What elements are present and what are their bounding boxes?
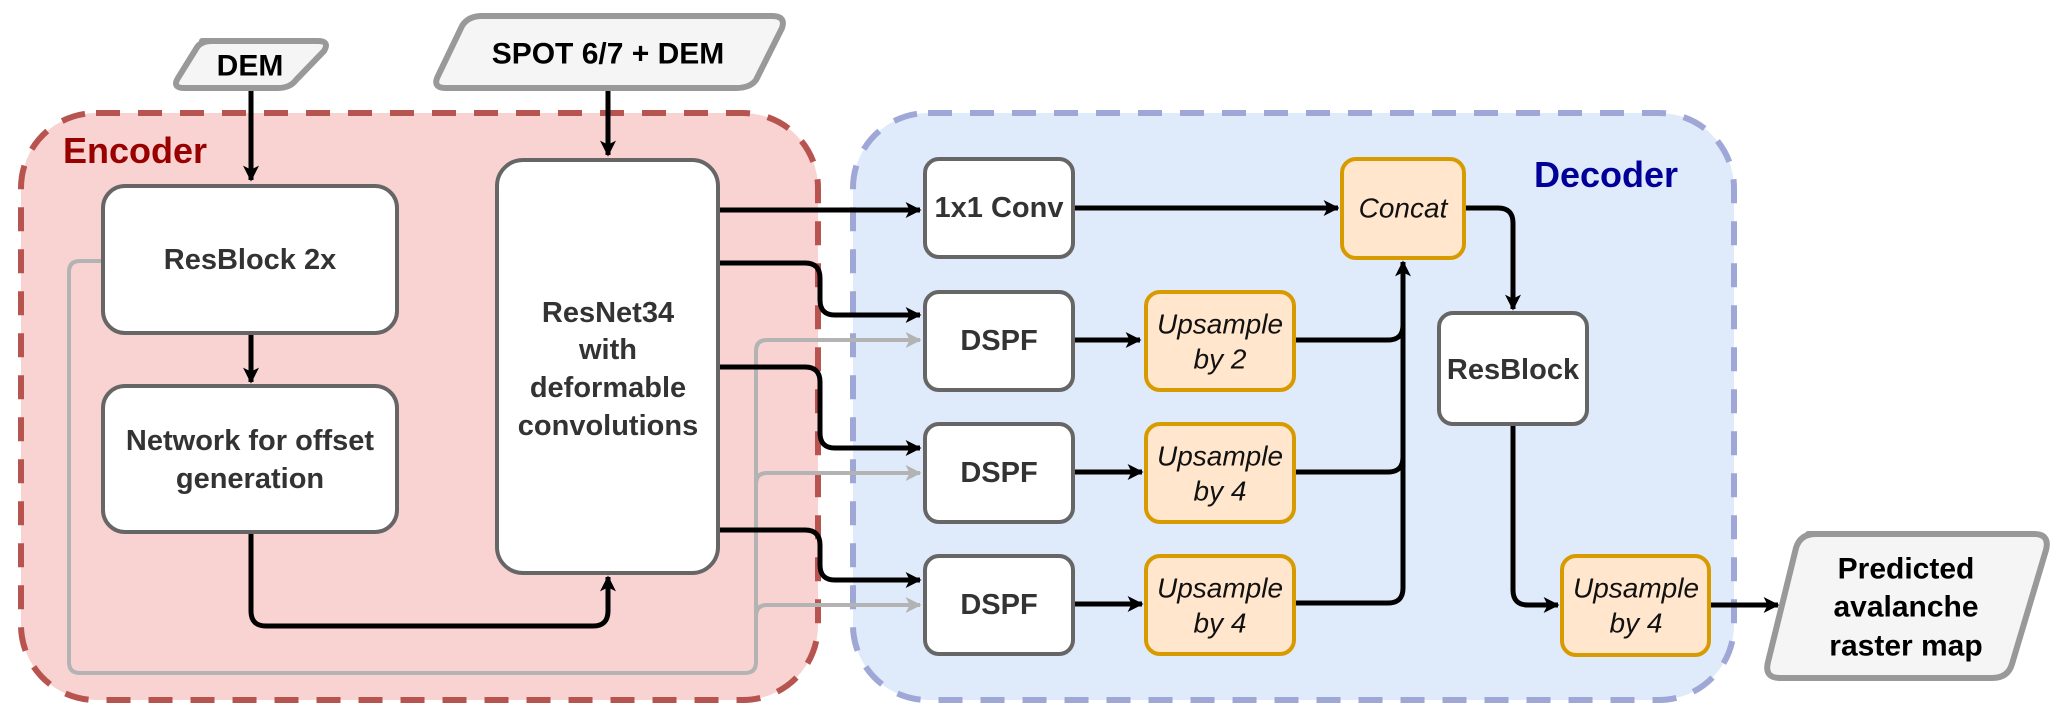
upsample-3-box [1144,554,1296,656]
edge-offset-resnet [248,532,616,629]
input-spot-shape [433,13,786,91]
conv1x1-label: 1x1 Conv [935,192,1064,224]
concat-box [1340,157,1466,260]
edge-up2-concat [1294,456,1406,475]
edge-resnet-dspf2 [718,364,922,456]
resblock-box [1437,311,1589,426]
input-spot: SPOT 6/7 + DEM [433,13,786,91]
node-concat: Concat [1340,157,1466,260]
offset-network-box [101,384,399,534]
node-upsample-2: Upsample by 4 [1144,422,1296,524]
edge-up1-concat [1294,324,1406,343]
conv1x1-box [923,157,1075,259]
upsample-final-label-line1: Upsample [1573,573,1699,604]
input-spot-label: SPOT 6/7 + DEM [492,38,725,71]
output-map-label-line2: avalanche [1833,591,1978,624]
resnet34-label-line2: with [578,334,637,366]
dspf-2-box [923,422,1075,524]
upsample-3-label-line2: by 4 [1194,608,1247,639]
node-dspf-2: DSPF [923,422,1075,524]
dspf-2-label: DSPF [960,457,1037,489]
edge-resblock-upfinal [1510,424,1560,613]
resnet34-label-line3: deformable [530,372,686,404]
edge-resnet-dspf1 [718,260,922,323]
upsample-1-label-line1: Upsample [1157,309,1283,340]
skip-edge-dspf2 [754,465,922,485]
node-dspf-3: DSPF [923,554,1075,656]
concat-label: Concat [1359,193,1449,224]
upsample-1-label-line2: by 2 [1194,344,1247,375]
input-dem-shape [173,38,329,91]
node-resnet34: ResNet34 with deformable convolutions [495,158,720,575]
skip-edge-dspf3 [754,597,922,617]
resnet34-label-line4: convolutions [518,410,698,442]
skip-connections [67,259,922,675]
upsample-2-label-line2: by 4 [1194,476,1247,507]
resblock2x-box [101,184,399,335]
upsample-2-label-line1: Upsample [1157,441,1283,472]
offset-network-label-line2: generation [176,463,324,495]
node-upsample-3: Upsample by 4 [1144,554,1296,656]
output-map-label-line3: raster map [1829,630,1982,663]
output-map: Predicted avalanche raster map [1764,531,2050,681]
dspf-1-box [923,290,1075,392]
edge-resnet-dspf3 [718,527,922,588]
node-resblock2x: ResBlock 2x [101,184,399,335]
node-upsample-final: Upsample by 4 [1560,554,1711,657]
decoder-label: Decoder [1534,154,1678,195]
edge-up3-concat [1294,260,1411,606]
dspf-1-label: DSPF [960,325,1037,357]
node-dspf-1: DSPF [923,290,1075,392]
skip-edge-dspf1 [67,259,922,675]
resnet34-label-line1: ResNet34 [542,297,674,329]
dspf-3-box [923,554,1075,656]
node-upsample-1: Upsample by 2 [1144,290,1296,392]
upsample-final-box [1560,554,1711,657]
edges [243,90,1780,629]
output-map-label-line1: Predicted [1838,553,1975,586]
offset-network-label-line1: Network for offset [126,425,374,457]
node-conv1x1: 1x1 Conv [923,157,1075,259]
output-map-shape [1764,531,2050,681]
upsample-3-label-line1: Upsample [1157,573,1283,604]
upsample-final-label-line2: by 4 [1610,608,1663,639]
resblock2x-label: ResBlock 2x [164,244,337,276]
upsample-2-box [1144,422,1296,524]
upsample-1-box [1144,290,1296,392]
edge-concat-resblock [1464,205,1521,311]
encoder-label: Encoder [63,130,207,171]
node-offset-network: Network for offset generation [101,384,399,534]
dspf-3-label: DSPF [960,589,1037,621]
node-resblock: ResBlock [1437,311,1589,426]
resblock-label: ResBlock [1447,354,1580,386]
input-dem-label: DEM [217,50,284,83]
resnet34-box [495,158,720,575]
input-dem: DEM [173,38,329,91]
